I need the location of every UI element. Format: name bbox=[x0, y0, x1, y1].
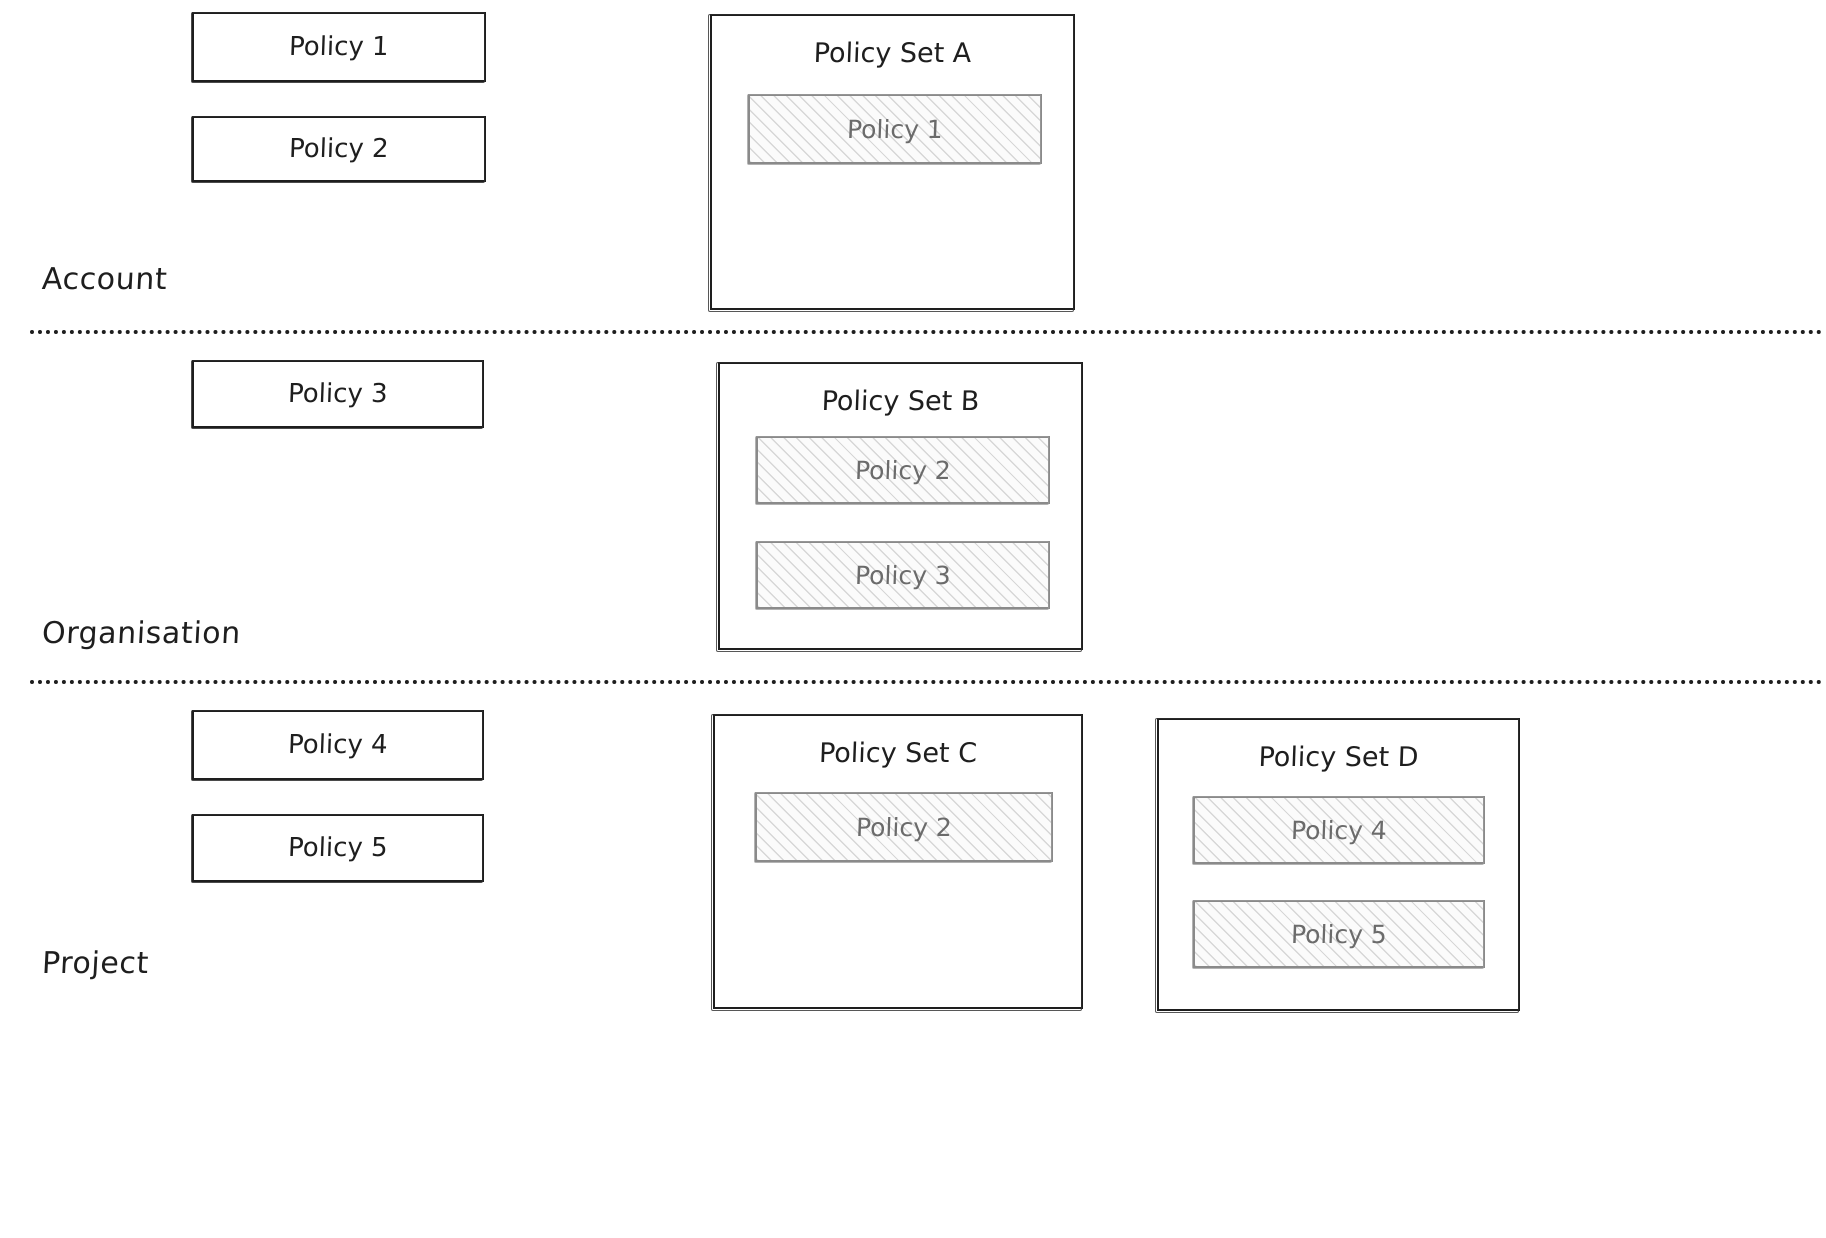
policy-box-label: Policy 5 bbox=[287, 833, 389, 863]
policy-chip-label: Policy 4 bbox=[1290, 815, 1388, 845]
policy-chip-label: Policy 2 bbox=[854, 455, 952, 485]
policy-chip-b-1[interactable]: Policy 2 bbox=[755, 436, 1050, 505]
policy-box-project-2[interactable]: Policy 5 bbox=[191, 814, 484, 883]
policy-set-title: Policy Set B bbox=[821, 386, 980, 417]
tier-label-organisation: Organisation bbox=[41, 616, 242, 651]
policy-set-b[interactable]: Policy Set B Policy 2 Policy 3 bbox=[716, 362, 1083, 652]
policy-box-label: Policy 1 bbox=[288, 32, 390, 62]
policy-box-label: Policy 3 bbox=[287, 379, 389, 409]
policy-box-project-1[interactable]: Policy 4 bbox=[191, 710, 484, 781]
policy-box-label: Policy 4 bbox=[287, 730, 389, 760]
policy-set-a[interactable]: Policy Set A Policy 1 bbox=[708, 14, 1075, 312]
policy-chip-label: Policy 3 bbox=[854, 560, 952, 590]
policy-set-c[interactable]: Policy Set C Policy 2 bbox=[711, 714, 1083, 1011]
policy-chip-d-2[interactable]: Policy 5 bbox=[1192, 900, 1485, 969]
policy-set-title: Policy Set A bbox=[813, 38, 972, 69]
policy-box-account-2[interactable]: Policy 2 bbox=[191, 116, 486, 183]
policy-chip-label: Policy 1 bbox=[846, 114, 944, 144]
policy-box-label: Policy 2 bbox=[288, 134, 390, 164]
policy-chip-label: Policy 5 bbox=[1290, 919, 1388, 949]
tier-label-project: Project bbox=[41, 946, 150, 981]
tier-label-account: Account bbox=[41, 262, 169, 297]
policy-chip-d-1[interactable]: Policy 4 bbox=[1192, 796, 1485, 865]
policy-chip-a-1[interactable]: Policy 1 bbox=[747, 94, 1042, 165]
policy-set-d[interactable]: Policy Set D Policy 4 Policy 5 bbox=[1155, 718, 1520, 1013]
policy-chip-c-1[interactable]: Policy 2 bbox=[754, 792, 1053, 863]
policy-box-account-1[interactable]: Policy 1 bbox=[191, 12, 486, 83]
policy-box-organisation-1[interactable]: Policy 3 bbox=[191, 360, 484, 429]
policy-set-title: Policy Set D bbox=[1257, 742, 1420, 773]
policy-set-title: Policy Set C bbox=[818, 738, 978, 769]
policy-chip-b-2[interactable]: Policy 3 bbox=[755, 541, 1050, 610]
policy-chip-label: Policy 2 bbox=[855, 812, 953, 842]
tier-divider-account-organisation bbox=[30, 330, 1823, 334]
tier-divider-organisation-project bbox=[30, 680, 1823, 684]
